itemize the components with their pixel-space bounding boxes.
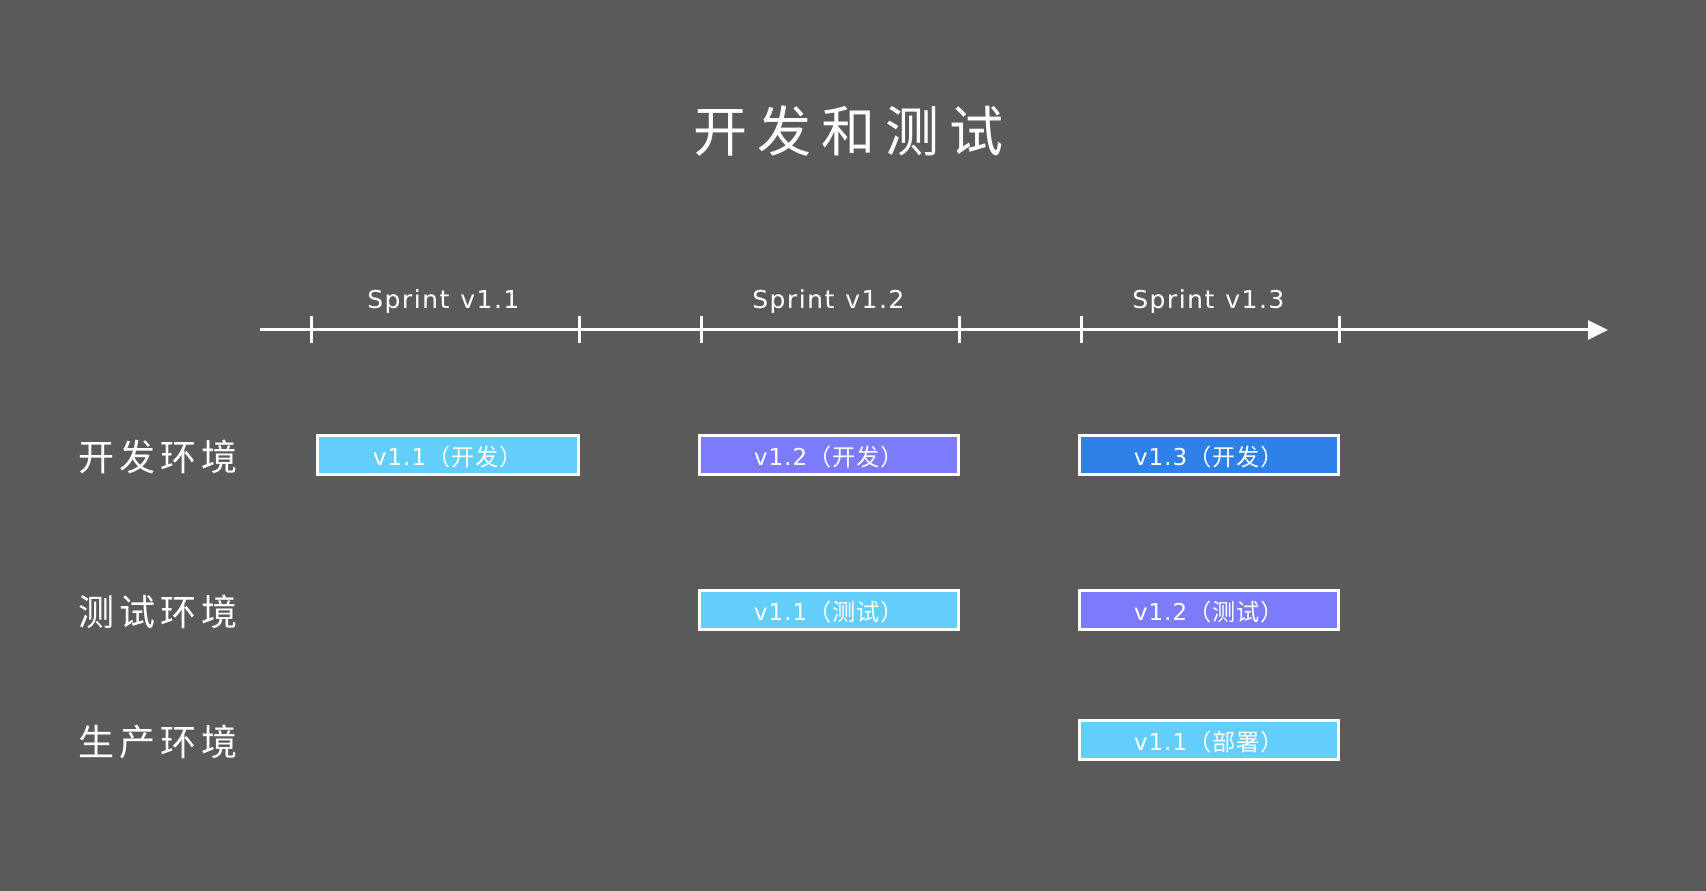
timeline-arrow-icon [1588,320,1608,340]
sprint-label-2: Sprint v1.2 [752,285,906,314]
timeline-axis-line [260,328,1592,331]
environment-row: 开发环境 v1.1（开发） v1.2（开发） v1.3（开发） [0,410,1706,500]
row-label-3: 生产环境 [78,723,243,764]
page-title: 开发和测试 [693,101,1013,164]
environment-row: 生产环境 v1.1（部署） [0,695,1706,785]
environment-row: 测试环境 v1.1（测试） v1.2（测试） [0,565,1706,655]
timeline-tick [1080,316,1083,343]
timeline-bar[interactable]: v1.1（开发） [316,434,580,476]
timeline-tick [578,316,581,343]
timeline-tick [700,316,703,343]
row-label-2: 测试环境 [78,593,243,634]
timeline-tick [958,316,961,343]
timeline: Sprint v1.1 Sprint v1.2 Sprint v1.3 [0,260,1706,343]
row-label-1: 开发环境 [78,438,243,479]
timeline-tick [310,316,313,343]
sprint-label-3: Sprint v1.3 [1132,285,1286,314]
timeline-bar[interactable]: v1.2（测试） [1078,589,1340,631]
timeline-bar[interactable]: v1.1（测试） [698,589,960,631]
timeline-bar[interactable]: v1.2（开发） [698,434,960,476]
timeline-tick [1338,316,1341,343]
timeline-bar[interactable]: v1.3（开发） [1078,434,1340,476]
timeline-bar[interactable]: v1.1（部署） [1078,719,1340,761]
sprint-label-1: Sprint v1.1 [367,285,521,314]
